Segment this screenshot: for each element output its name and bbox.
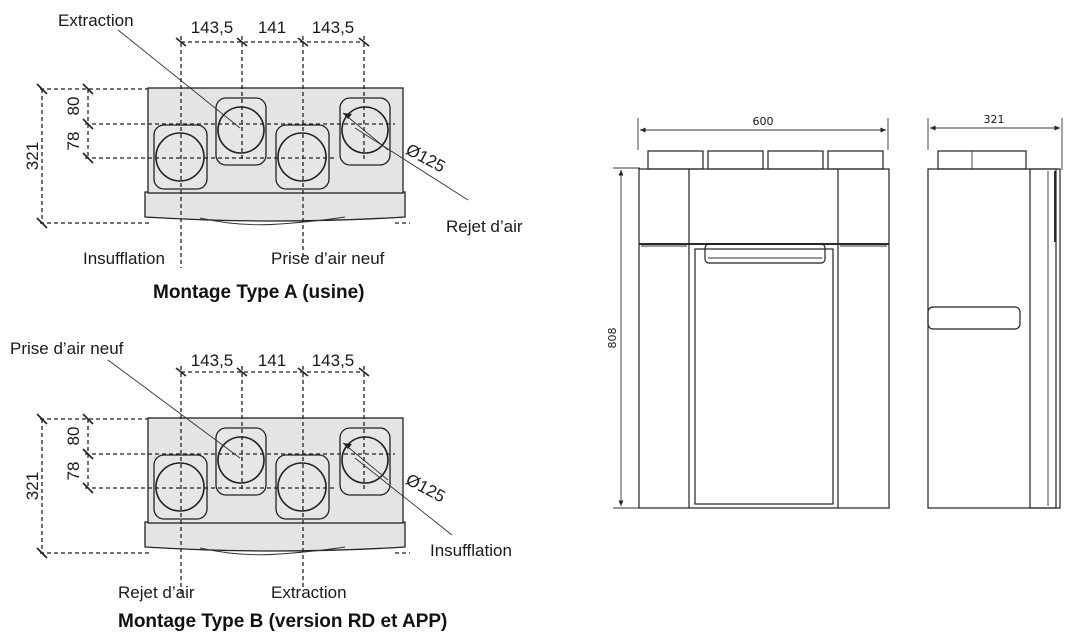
label-a-right: Rejet d’air [446, 217, 523, 236]
title-b: Montage Type B (version RD et APP) [118, 611, 447, 632]
front-view: 600 808 [606, 115, 890, 509]
dim-b-80: 80 [64, 427, 83, 446]
label-b-top-left: Prise d’air neuf [10, 339, 124, 358]
dim-a-80: 80 [64, 97, 83, 116]
dim-a-2: 141 [258, 18, 286, 37]
dim-b-2: 141 [258, 351, 286, 370]
label-b-bottom-right: Extraction [271, 583, 347, 602]
label-a-top-left: Extraction [58, 11, 134, 30]
side-view: 321 [927, 113, 1063, 509]
label-a-bottom-left: Insufflation [83, 249, 165, 268]
dim-a-3: 143,5 [312, 18, 355, 37]
dim-a-78: 78 [64, 132, 83, 151]
unit-top-view-b [36, 365, 411, 599]
leader-b-top [107, 359, 241, 459]
label-b-right: Insufflation [430, 541, 512, 560]
label-a-bottom-right: Prise d’air neuf [271, 249, 385, 268]
dim-b-78: 78 [64, 462, 83, 481]
title-a: Montage Type A (usine) [153, 282, 364, 303]
leader-a-top [117, 29, 241, 129]
unit-top-view-a [36, 35, 411, 269]
dim-side-depth: 321 [984, 113, 1005, 126]
dim-b-1: 143,5 [191, 351, 234, 370]
leader-a-right [354, 127, 469, 201]
dim-front-width: 600 [753, 115, 774, 128]
dim-b-height: 321 [23, 472, 42, 500]
dim-b-3: 143,5 [312, 351, 355, 370]
label-b-bottom-left: Rejet d’air [118, 583, 195, 602]
dim-a-1: 143,5 [191, 18, 234, 37]
dim-front-height: 808 [606, 328, 619, 349]
diagram-type-a: 143,5 141 143,5 321 80 78 Ø125 Extractio… [23, 11, 523, 303]
diameter-a: Ø125 [403, 140, 449, 176]
leader-b-right [354, 457, 453, 536]
diagram-type-b: 143,5 141 143,5 321 80 78 Ø125 Prise d’a… [10, 339, 512, 632]
dim-a-height: 321 [23, 142, 42, 170]
